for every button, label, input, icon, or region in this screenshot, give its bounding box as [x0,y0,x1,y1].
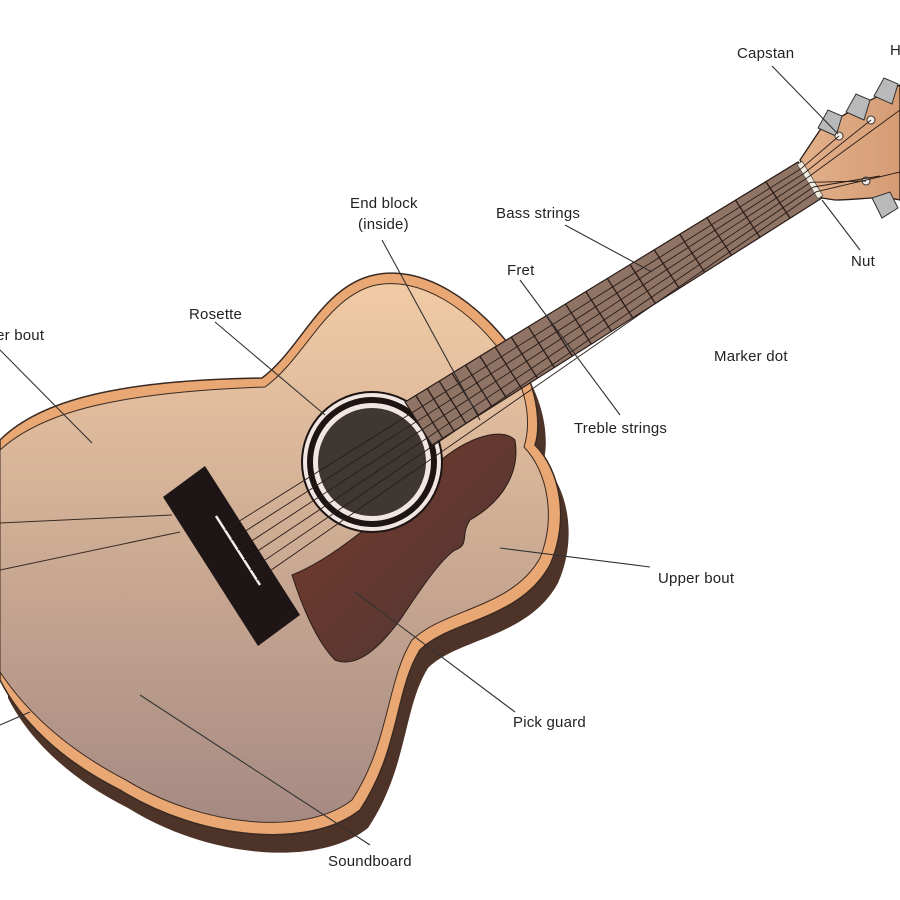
leader-upper-bout [499,547,651,568]
fret [465,364,493,408]
leader-soundboard [139,694,371,846]
string-head [816,171,900,193]
label-lower-bout: Lower bout [0,327,45,344]
rosette-ring [307,397,437,527]
leader-lines [0,65,861,846]
tuning-peg [871,191,899,219]
label-end-block-inside: (inside) [358,216,409,233]
nut [796,160,824,200]
leader-capstan [771,65,839,135]
label-soundboard: Soundboard [328,853,412,870]
strings [224,109,900,581]
label-fret: Fret [507,262,535,279]
string-head [813,175,881,188]
label-rosette: Rosette [189,306,242,323]
string [231,172,805,541]
leader-side [0,711,31,726]
leader-bass-strings [564,224,653,273]
fret [527,326,555,368]
fret [438,380,467,424]
tuning-peg [845,93,871,121]
label-treble-strings: Treble strings [574,420,667,437]
fret [706,217,733,256]
pick-guard [291,433,517,663]
string [250,186,814,571]
string [237,177,808,551]
bridge [163,466,300,646]
fret [510,336,538,379]
string-head [801,135,840,169]
string-head [804,119,872,174]
fret [545,315,573,357]
label-end-block: End block [350,195,418,212]
tuning-peg [817,109,843,137]
leader-nut [821,199,861,251]
fret [479,355,507,399]
brace-line [0,514,173,524]
leader-pick-guard [354,591,516,713]
fret [426,388,455,432]
leader-lower-bout [0,349,93,444]
fret [734,199,761,238]
string [243,181,811,561]
leader-rosette [214,321,326,416]
string-head [810,180,867,183]
tuning-pegs [817,77,899,219]
fret [585,291,612,332]
leader-fret [519,279,621,416]
brace-line [0,531,181,571]
string-head [807,109,900,179]
label-capstan: Capstan [737,45,794,62]
fret [606,278,634,319]
label-marker-dot: Marker dot [714,348,788,365]
fret [653,249,680,289]
string [256,191,817,581]
leader-end-block [381,239,481,421]
label-bass-strings: Bass strings [496,205,580,222]
label-nut: Nut [851,253,876,270]
fret [494,346,523,389]
tuning-peg [873,77,899,105]
label-upper-bout: Upper bout [658,570,735,587]
label-head: Head [890,42,900,59]
saddle [214,515,262,586]
label-pick-guard: Pick guard [513,714,586,731]
fret [564,303,592,345]
string [224,167,802,531]
